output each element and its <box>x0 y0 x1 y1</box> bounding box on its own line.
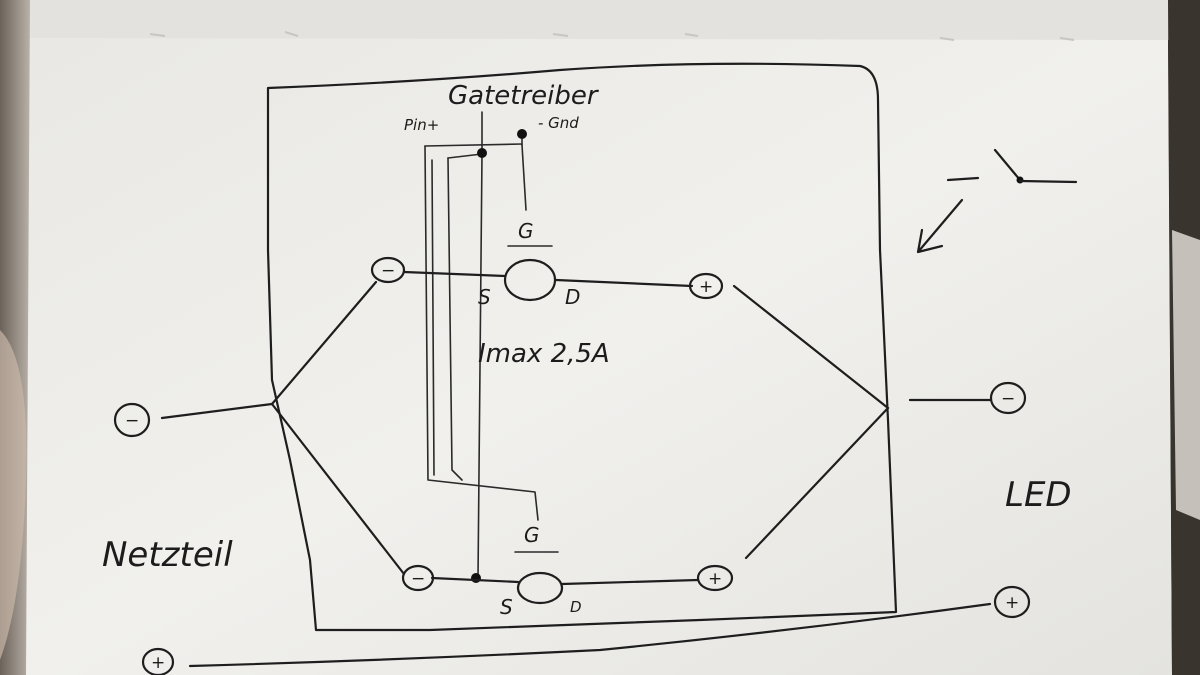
gate-driver-link <box>447 153 483 159</box>
wire-top-source <box>402 270 507 278</box>
mosfet-top-body <box>503 258 557 302</box>
terminal-bottom-minus: − <box>401 564 435 592</box>
gate-top-label: G <box>518 219 534 243</box>
svg-text:−: − <box>1001 389 1015 409</box>
switch-blade <box>993 148 1022 182</box>
terminal-bottom-plus: + <box>696 564 734 592</box>
arrow-indicator <box>916 198 964 254</box>
drain-top-label: D <box>565 285 580 309</box>
switch-left-lead <box>946 176 980 182</box>
psu-label: Netzteil <box>102 535 233 575</box>
inner-wire <box>431 159 435 476</box>
svg-text:+: + <box>708 569 722 589</box>
wire-bottom-plus-to-right <box>744 406 890 560</box>
junction-dot-gnd <box>517 129 527 139</box>
psu-minus-wire <box>160 402 274 420</box>
drain-bottom-label: D <box>570 598 582 616</box>
junction-dot-bottom <box>471 573 481 583</box>
wire-top-plus-to-right <box>732 284 890 410</box>
gate-driver-label: Gatetreiber <box>448 81 600 111</box>
page-sheet <box>22 38 1172 675</box>
led-minus-terminal: − <box>989 381 1027 415</box>
gate-bus-horizontal <box>424 143 523 147</box>
enclosure-box <box>266 62 898 632</box>
source-top-label: S <box>478 285 491 309</box>
psu-minus-terminal: − <box>113 402 151 438</box>
source-bus-vertical <box>477 153 483 579</box>
loop-wire-mid <box>447 157 463 481</box>
binding-holes <box>149 31 1075 41</box>
psu-plus-terminal: + <box>141 647 175 675</box>
wire-top-drain <box>554 278 694 288</box>
binding-strip <box>20 0 1170 40</box>
svg-text:−: − <box>125 411 139 431</box>
led-plus-terminal: + <box>993 585 1031 619</box>
mosfet-bottom-body <box>516 571 564 605</box>
wire-left-to-top-minus <box>270 280 378 406</box>
plus-bus-wire <box>188 602 992 668</box>
loop-wire-outer <box>424 145 539 521</box>
svg-text:−: − <box>411 569 425 589</box>
terminal-top-plus: + <box>688 272 724 300</box>
terminal-top-minus: − <box>370 256 406 284</box>
led-label: LED <box>1005 475 1072 515</box>
svg-text:+: + <box>151 653 165 673</box>
wire-left-to-bottom-minus <box>270 402 406 576</box>
pin-plus-label: Pin+ <box>404 116 439 134</box>
switch-right-lead <box>1018 179 1078 184</box>
svg-text:+: + <box>699 277 713 297</box>
finger-shadow <box>0 330 27 660</box>
gnd-wire-to-gate-top <box>521 144 527 211</box>
svg-text:+: + <box>1005 593 1019 613</box>
junction-dot-pin <box>477 148 487 158</box>
source-bottom-label: S <box>500 595 513 619</box>
svg-text:−: − <box>381 261 395 281</box>
gnd-label: - Gnd <box>538 114 579 132</box>
wire-bottom-source <box>430 576 520 584</box>
wire-bottom-drain <box>560 578 700 586</box>
imax-label: Imax 2,5A <box>478 339 610 369</box>
gate-bottom-label: G <box>524 523 540 547</box>
